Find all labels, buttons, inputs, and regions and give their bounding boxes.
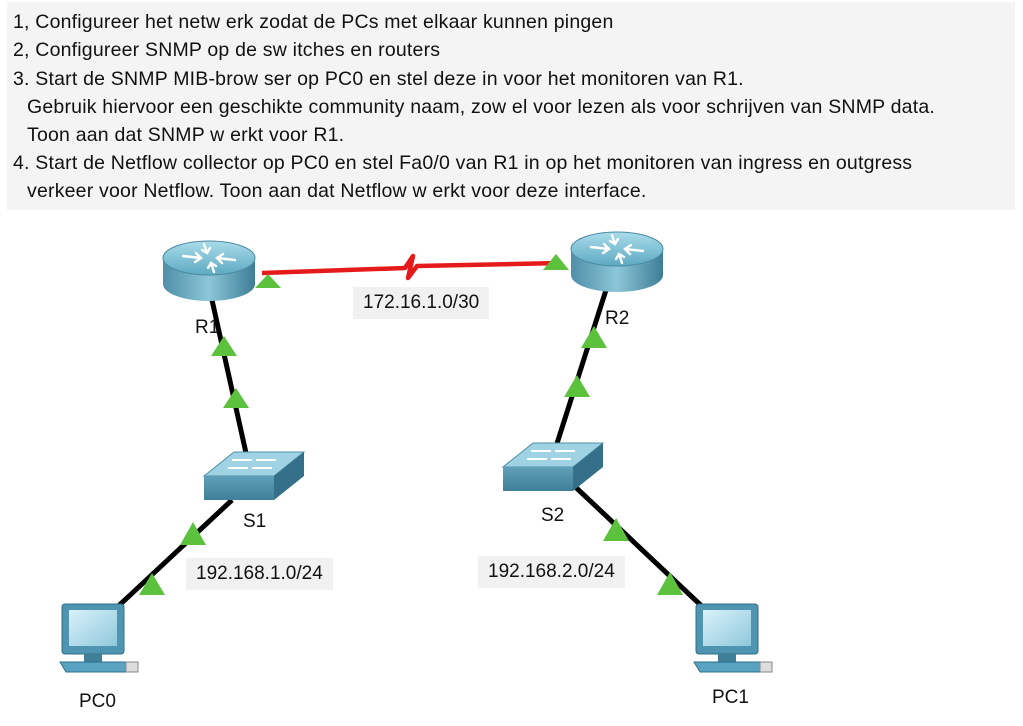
instruction-line-2: 2, Configureer SNMP op de sw itches en r…	[13, 39, 441, 61]
instruction-line-5: Toon aan dat SNMP w erkt voor R1.	[27, 124, 345, 146]
switch-icon[interactable]	[202, 451, 306, 500]
instruction-line-3: 3. Start de SNMP MIB-brow ser op PC0 en …	[13, 68, 744, 90]
link-r2-s2[interactable]	[550, 289, 609, 457]
link-up-indicator	[543, 254, 569, 270]
link-up-indicator	[180, 522, 206, 545]
device-label-s2: S2	[541, 505, 565, 526]
link-up-indicator	[564, 375, 590, 397]
device-label-r1: R1	[195, 317, 220, 338]
device-label-pc0: PC0	[79, 691, 116, 712]
link-up-indicator	[581, 326, 607, 348]
task-instructions: 1, Configureer het netw erk zodat de PCs…	[7, 2, 1015, 210]
device-label-pc1: PC1	[712, 687, 749, 708]
network-label-lan1: 192.168.1.0/24	[186, 558, 333, 590]
instruction-line-1: 1, Configureer het netw erk zodat de PCs…	[13, 11, 614, 33]
link-s2-pc1[interactable]	[566, 478, 710, 614]
link-s1-pc0[interactable]	[110, 498, 234, 614]
device-label-r2: R2	[605, 308, 630, 329]
router-icon[interactable]	[570, 231, 664, 292]
device-label-s1: S1	[243, 511, 267, 532]
link-up-indicator	[603, 518, 629, 541]
instruction-line-6: 4. Start de Netflow collector op PC0 en …	[13, 152, 913, 174]
network-label-lan2: 192.168.2.0/24	[478, 556, 625, 588]
link-up-indicator	[255, 274, 281, 288]
link-up-indicator	[657, 572, 683, 595]
link-up-indicator	[223, 388, 249, 408]
switch-icon[interactable]	[501, 442, 605, 491]
instruction-line-4: Gebruik hiervoor een geschikte community…	[27, 96, 935, 118]
link-r1-s1[interactable]	[209, 299, 251, 463]
link-up-indicator	[211, 336, 237, 356]
pc-icon[interactable]	[59, 603, 139, 673]
serial-link-r1-r2[interactable]	[261, 253, 561, 281]
link-up-indicator	[139, 573, 165, 595]
router-icon[interactable]	[162, 240, 256, 301]
network-label-wan: 172.16.1.0/30	[353, 287, 490, 319]
pc-icon[interactable]	[693, 603, 773, 673]
instruction-line-7: verkeer voor Netflow. Toon aan dat Netfl…	[27, 180, 647, 202]
